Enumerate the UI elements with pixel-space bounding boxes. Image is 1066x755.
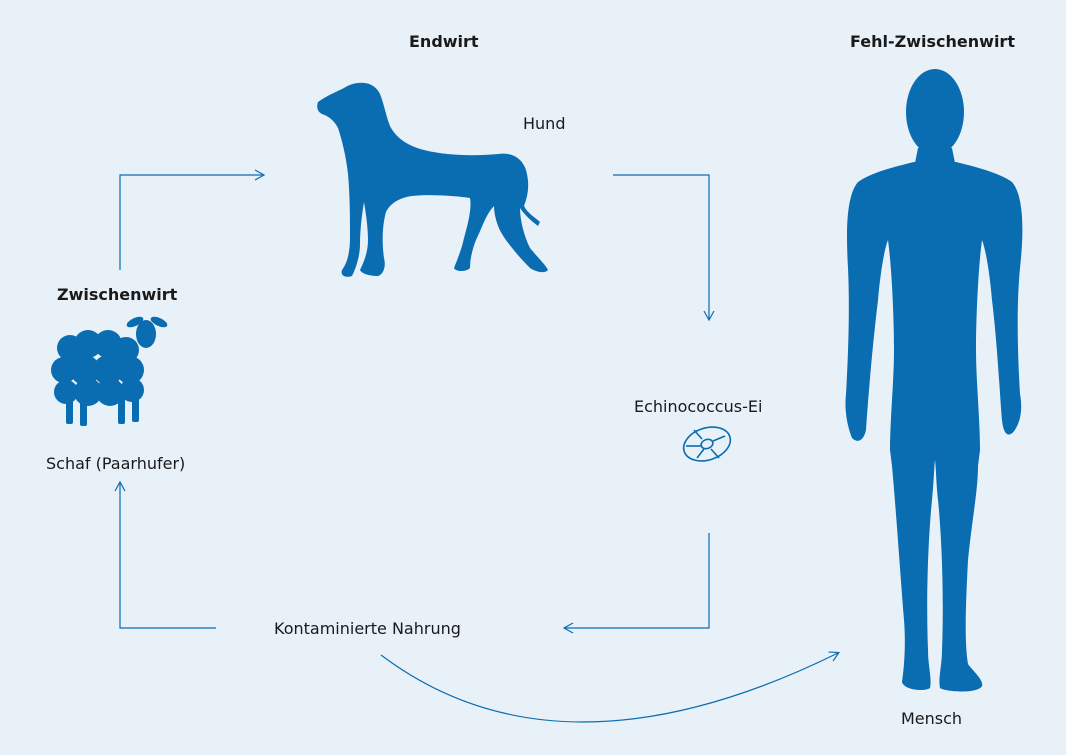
label-endwirt: Endwirt	[409, 34, 479, 50]
arrow-egg-to-food	[565, 533, 709, 628]
arrow-food-to-human	[381, 653, 838, 722]
label-schaf: Schaf (Paarhufer)	[46, 456, 185, 472]
label-echinococcus-ei: Echinococcus-Ei	[634, 399, 762, 415]
label-hund: Hund	[523, 116, 565, 132]
label-zwischenwirt: Zwischenwirt	[57, 287, 177, 303]
human-silhouette-icon	[845, 69, 1022, 692]
label-kontaminierte-nahrung: Kontaminierte Nahrung	[274, 621, 461, 637]
label-fehl-zwischenwirt: Fehl-Zwischenwirt	[850, 34, 1015, 50]
egg-icon	[679, 421, 735, 466]
arrow-sheep-to-dog	[120, 175, 263, 270]
arrow-dog-to-egg	[613, 175, 709, 319]
sheep-silhouette-icon	[51, 315, 169, 426]
label-mensch: Mensch	[901, 711, 962, 727]
arrow-food-to-sheep	[120, 483, 216, 628]
dog-silhouette-icon	[317, 83, 548, 277]
